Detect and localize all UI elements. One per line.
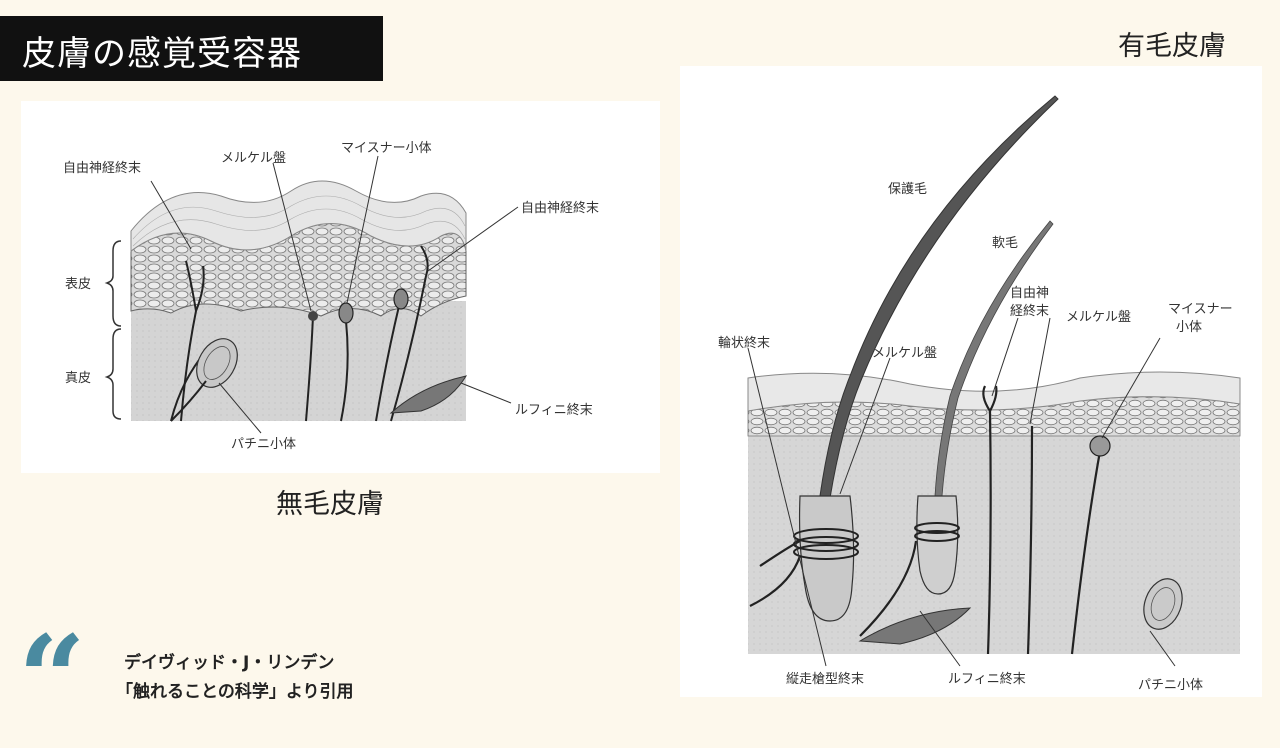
pacini-corpuscle-mark [196,338,238,388]
label-ring-ending: 輪状終末 [718,336,771,351]
page-title: 皮膚の感覚受容器 [22,34,302,74]
merkel-nerve-fiber [305,315,314,422]
ring-ending-nerve [759,540,801,567]
merkel-nerve [1026,425,1034,655]
label-merkel-disc-left: メルケル盤 [872,346,938,361]
label-meissner-corpuscle: マイスナー小体 [341,141,432,156]
label-meissner-line2: 小体 [1176,320,1203,335]
meissner-corpuscle-mark [338,302,354,324]
hairy-skin-illustration [747,95,1241,667]
free-nerve-fiber-right [390,275,427,422]
citation-author: デイヴィッド・J・リンデン [124,653,335,673]
label-merkel-disc-right: メルケル盤 [1066,310,1132,325]
glabrous-skin-illustration [104,155,519,434]
label-guard-hair: 保護毛 [888,182,928,197]
label-meissner-line1: マイスナー [1168,302,1233,317]
free-nerve-fiber [986,410,992,655]
title-banner: 皮膚の感覚受容器 [0,16,383,81]
label-dermis: 真皮 [65,371,92,386]
ruffini-ending-mark [389,375,468,414]
label-ruffini-ending-right: ルフィニ終末 [948,672,1026,687]
meissner-nerve [1070,450,1102,655]
quote-icon: “ [18,609,86,748]
label-lanceolate-ending: 縦走槍型終末 [786,672,865,687]
label-free-nerve-ending-line1: 自由神 [1010,286,1050,301]
merkel-disc-mark [308,311,318,321]
citation-book: 「触れることの科学」より引用 [116,682,354,702]
label-free-nerve-ending-line2: 経終末 [1010,304,1050,319]
label-epidermis: 表皮 [65,277,92,292]
meissner-corpuscle-right [1089,435,1111,457]
glabrous-skin-caption: 無毛皮膚 [276,489,384,520]
vellus-hair-follicle [916,495,959,595]
free-nerve-fiber-left [180,260,198,422]
hairy-skin-diagram: 保護毛 軟毛 自由神 経終末 メルケル盤 マイスナー 小体 輪状終末 メルケル盤… [680,66,1262,697]
label-free-nerve-ending-left: 自由神経終末 [63,161,142,176]
meissner-nerve-fiber [340,320,349,422]
label-pacini-corpuscle: パチニ小体 [231,437,297,452]
dermis-brace [104,328,122,420]
label-merkel-disc: メルケル盤 [221,151,287,166]
ruffini-ending-right [858,607,972,645]
epidermis-brace [104,240,122,327]
label-ruffini-ending: ルフィニ終末 [515,403,593,418]
meissner-corpuscle-mark-2 [393,288,409,310]
stratum-corneum [130,180,467,252]
label-free-nerve-ending-right: 自由神経終末 [521,201,600,216]
hairy-skin-caption: 有毛皮膚 [1118,31,1226,62]
glabrous-skin-diagram: 自由神経終末 メルケル盤 マイスナー小体 自由神経終末 表皮 真皮 ルフィニ終末… [21,101,660,473]
label-vellus-hair: 軟毛 [992,236,1019,251]
label-pacini-corpuscle-right: パチニ小体 [1138,678,1204,693]
